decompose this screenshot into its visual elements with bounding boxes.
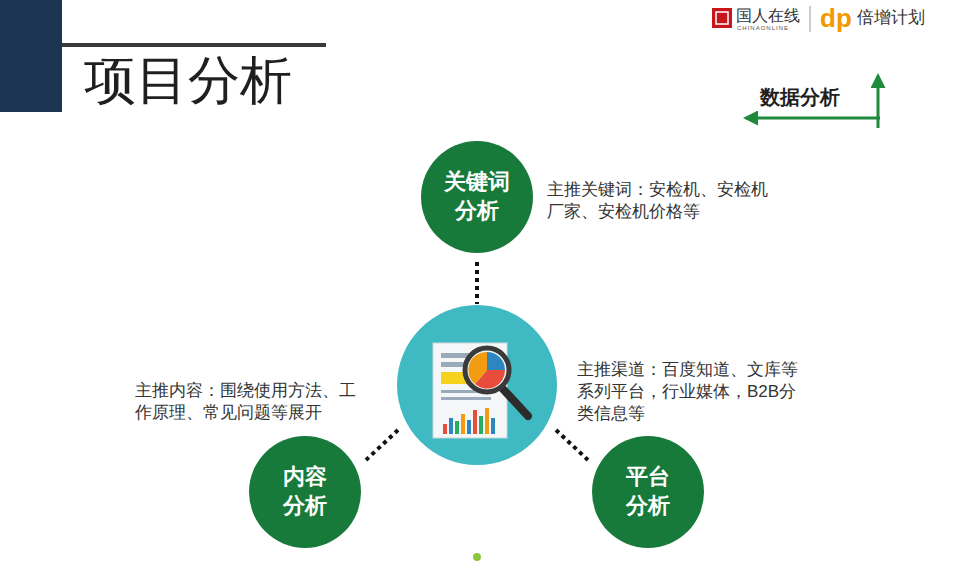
dotted-links (366, 262, 588, 460)
logo-separator (810, 6, 811, 32)
title-rule (62, 43, 326, 47)
circle-shape (420, 140, 534, 254)
horizontal-arrow (746, 117, 880, 120)
analysis-circle: 关键词 分析 (420, 140, 534, 254)
vertical-arrow (877, 76, 880, 128)
circle-label: 内容 分析 (268, 463, 342, 520)
logo-text: 国人在线 (736, 6, 800, 27)
analysis-circle: 内容 分析 (248, 435, 362, 549)
circle-shape (248, 435, 362, 549)
logo-text: 倍增计划 (857, 7, 925, 29)
circle-label: 平台 分析 (611, 463, 685, 520)
analysis-circle: 平台 分析 (591, 435, 705, 549)
circle-label: 关键词 分析 (440, 168, 514, 225)
circle-shape (591, 435, 705, 549)
annotation: 主推关键词：安检机、安检机 厂家、安检机价格等 (547, 179, 787, 223)
small-dot (473, 553, 481, 561)
annotation: 主推渠道：百度知道、文库等 系列平台，行业媒体，B2B分 类信息等 (577, 359, 827, 425)
logo-mark: dp (820, 2, 852, 36)
analysis-illustration (397, 305, 557, 465)
logo-icon-inner (716, 12, 728, 24)
logo-subtext: CHINAONLINE (737, 25, 789, 33)
corner-block (0, 0, 62, 112)
page-title: 项目分析 (84, 52, 292, 109)
section-tag: 数据分析 (760, 84, 840, 110)
logo-icon (712, 8, 732, 28)
annotation: 主推内容：围绕使用方法、工 作原理、常见问题等展开 (135, 380, 385, 424)
